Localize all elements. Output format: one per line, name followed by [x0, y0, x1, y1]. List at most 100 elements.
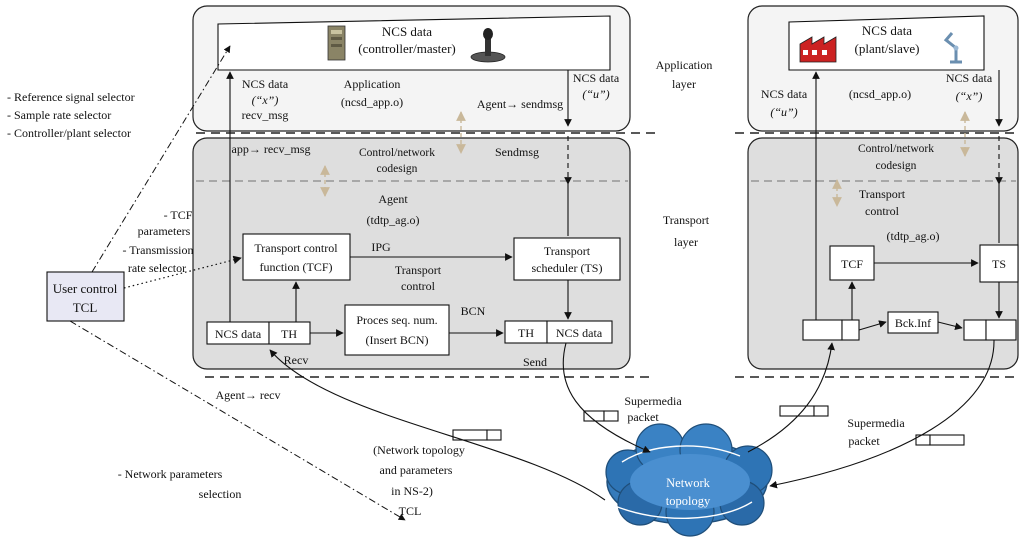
send-th-label: TH: [518, 326, 534, 340]
joystick-icon: [470, 28, 506, 63]
supermedia-right-label-1: Supermedia: [847, 416, 905, 430]
app-module-label: (ncsd_app.o): [341, 95, 403, 109]
ipg-label: IPG: [371, 240, 391, 254]
right-recv-cell-a: [802, 319, 843, 341]
tcf-params-label-2: parameters: [138, 224, 191, 238]
tcf-label-1: Transport control: [254, 241, 338, 255]
server-icon: [327, 25, 346, 61]
user-to-network-dashdot: [69, 320, 406, 521]
cloud-to-recv-arrow: [269, 349, 606, 501]
user-control-label-1: User control: [53, 281, 118, 296]
right-ncs-x-title: NCS data: [946, 71, 993, 85]
right-send-cell-b: [985, 319, 1017, 341]
sample-rate-label: - Sample rate selector: [7, 108, 111, 122]
right-codesign-label-2: codesign: [876, 160, 917, 172]
ns2-label-1: (Network topology: [373, 443, 465, 457]
bckinf-to-send-arrow: [937, 321, 963, 331]
tcf-label-2: function (TCF): [260, 260, 333, 274]
recv-msg-label: recv_msg: [242, 108, 289, 122]
agent-recv-label: Agent→ recv: [216, 388, 281, 402]
ncs-x-var: (“x”): [252, 93, 279, 107]
application-layer-label-2: layer: [672, 77, 696, 91]
application-layer-label-1: Application: [656, 58, 713, 72]
network-params-label-2: selection: [199, 487, 242, 501]
transmission-label-1: - Transmission: [122, 243, 193, 257]
controller-label: (controller/master): [358, 41, 455, 56]
right-ts-label: TS: [992, 257, 1006, 271]
cloud-to-right-recv-arrow: [747, 342, 835, 453]
right-transport-control-label-2: control: [865, 204, 900, 218]
process-seq-label-1: Proces seq. num.: [356, 313, 437, 327]
packet-right-low: [915, 434, 965, 446]
ts-label-2: scheduler (TS): [532, 261, 603, 275]
bcn-label: BCN: [461, 304, 486, 318]
supermedia-left-label-1: Supermedia: [624, 394, 682, 408]
controller-data-box: [217, 15, 611, 71]
recv-label: Recv: [284, 353, 309, 367]
ns2-label-4: TCL: [399, 504, 422, 518]
process-seq-box: [344, 304, 450, 356]
network-topology-label-2: topology: [666, 494, 711, 508]
left-transport-panel: [192, 137, 631, 370]
plant-ncs-title: NCS data: [862, 23, 912, 38]
right-codesign-label-1: Control/network: [858, 143, 934, 155]
robot-arm-icon: [943, 32, 962, 64]
ts-box: [513, 237, 621, 281]
network-params-label-1: - Network parameters: [118, 467, 223, 481]
right-recv-cell-b: [841, 319, 860, 341]
send-ncs-label: NCS data: [556, 326, 603, 340]
agent-sendmsg-label: Agent→ sendmsg: [477, 97, 563, 111]
ncs-x-title: NCS data: [242, 77, 289, 91]
network-cloud: [605, 423, 773, 537]
send-label: Send: [523, 355, 547, 369]
agent-module-label: (tdtp_ag.o): [367, 213, 420, 227]
network-topology-label-1: Network: [666, 476, 710, 490]
packet-right-mid: [779, 405, 829, 417]
ncs-u-title: NCS data: [573, 71, 620, 85]
ref-signal-label: - Reference signal selector: [7, 90, 135, 104]
ncs-u-var: (“u”): [582, 87, 609, 101]
controller-plant-label: - Controller/plant selector: [7, 126, 131, 140]
right-transport-control-label-1: Transport: [859, 187, 906, 201]
supermedia-right-label-2: packet: [848, 434, 880, 448]
codesign-label-2: codesign: [377, 163, 418, 175]
supermedia-left-label-2: packet: [627, 410, 659, 424]
right-ncs-u-title: NCS data: [761, 87, 808, 101]
ns2-label-3: in NS-2): [391, 484, 433, 498]
right-ncs-u-var: (“u”): [770, 105, 797, 119]
ts-label-1: Transport: [544, 244, 591, 258]
send-ncs-cell: [546, 320, 613, 344]
packet-left-top: [583, 410, 619, 422]
right-app-module-label: (ncsd_app.o): [849, 87, 911, 101]
transmission-label-2: rate selector: [128, 261, 186, 275]
tcf-params-label-1: - TCF: [164, 208, 193, 222]
send-to-cloud-arrow: [562, 342, 651, 453]
user-control-label-2: TCL: [73, 300, 98, 315]
sendmsg-label: Sendmsg: [495, 145, 539, 159]
factory-icon: [799, 36, 837, 63]
right-send-to-cloud-arrow: [769, 339, 995, 489]
bck-inf-label: Bck.Inf: [895, 316, 931, 330]
recv-ncs-label: NCS data: [215, 327, 262, 341]
user-control-box: [46, 271, 125, 322]
process-seq-label-2: (Insert BCN): [366, 333, 429, 347]
plant-data-box: [788, 15, 985, 71]
codesign-label-1: Control/network: [359, 147, 435, 159]
transport-layer-label-1: Transport: [663, 213, 710, 227]
packet-left-mid: [452, 429, 502, 441]
user-to-app-dashdot: [91, 45, 231, 273]
controller-ncs-title: NCS data: [382, 24, 432, 39]
right-ts-box: [979, 244, 1019, 283]
transport-layer-label-2: layer: [674, 235, 698, 249]
transport-control-label-1: Transport: [395, 263, 442, 277]
recv-th-label: TH: [281, 327, 297, 341]
right-agent-module-label: (tdtp_ag.o): [887, 229, 940, 243]
right-tcf-label: TCF: [841, 257, 863, 271]
transport-control-label-2: control: [401, 279, 436, 293]
tcf-box: [242, 233, 351, 281]
agent-label: Agent: [378, 192, 408, 206]
application-label: Application: [344, 77, 401, 91]
right-send-cell-a: [963, 319, 987, 341]
